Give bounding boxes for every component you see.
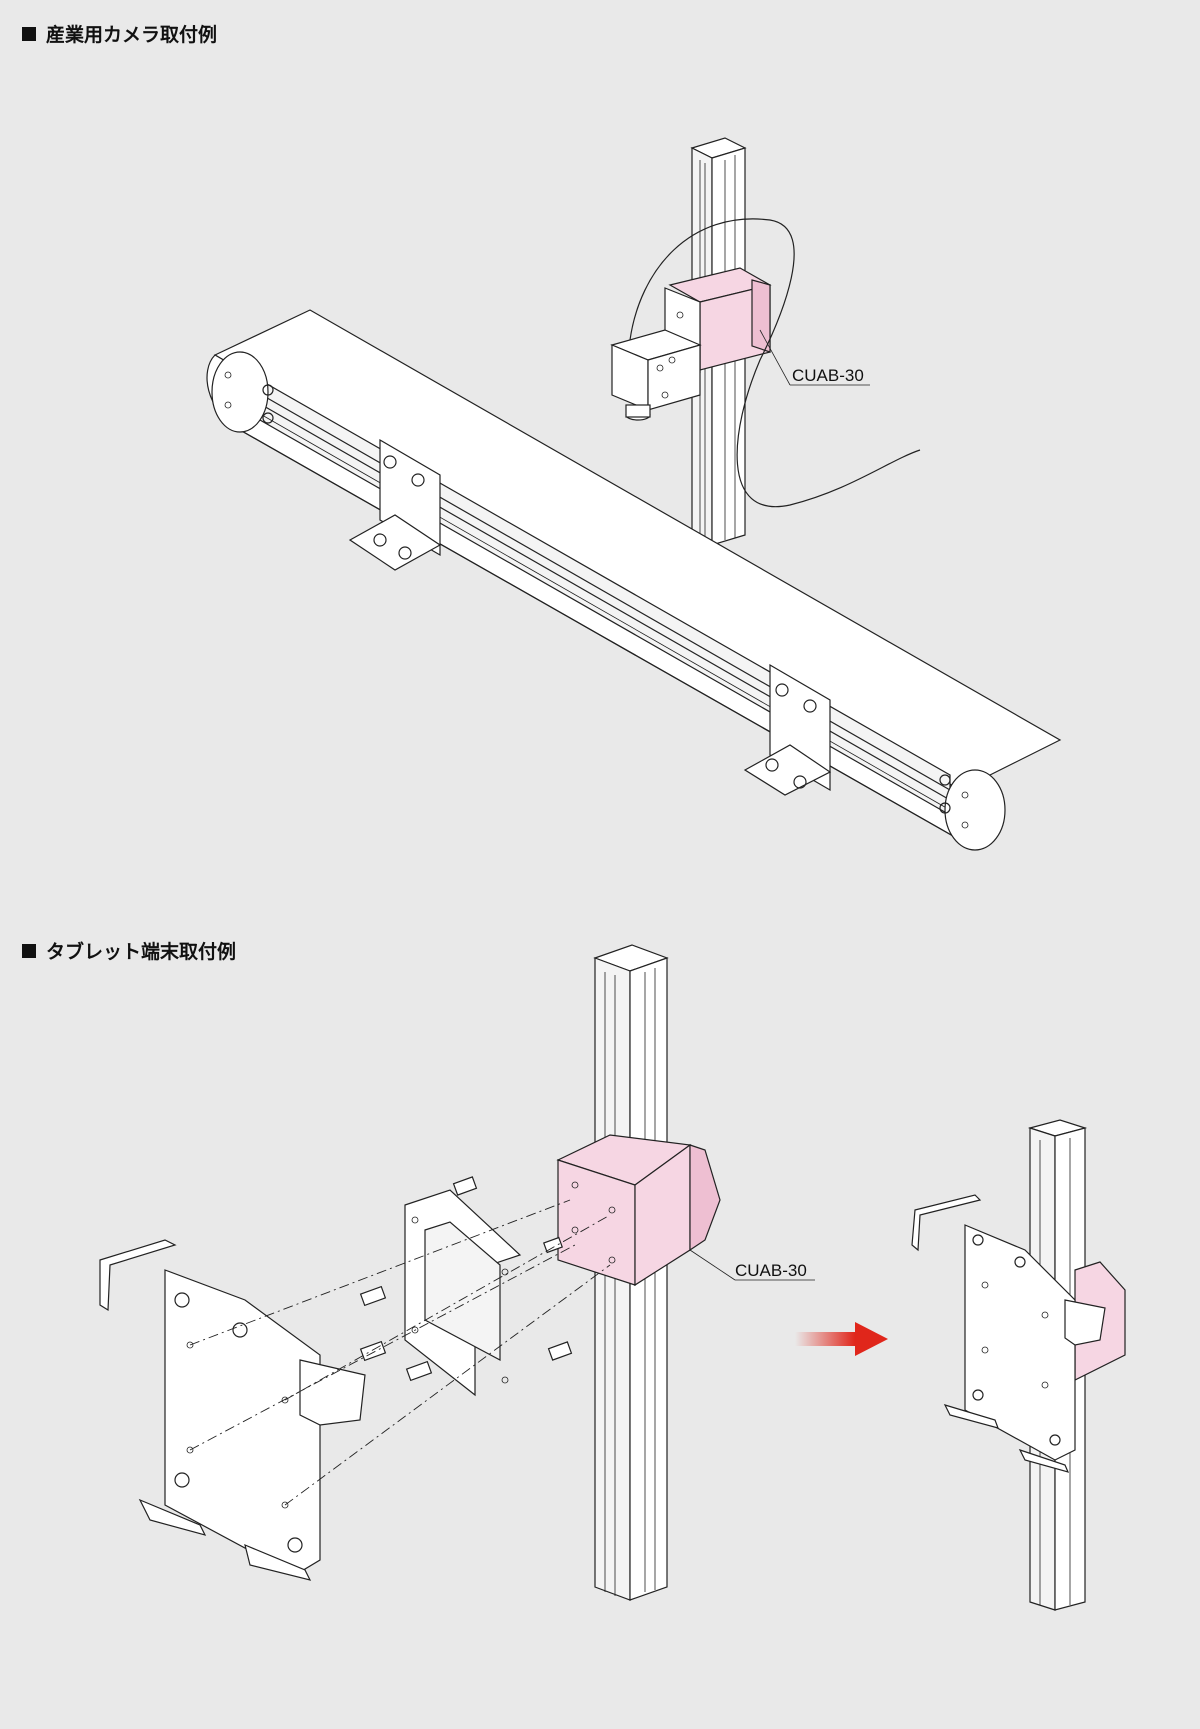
section-1-heading: 産業用カメラ取付例 — [22, 20, 217, 47]
clamp-cuab30-tablet — [556, 1134, 721, 1287]
callout-cuab30-1: CUAB-30 — [759, 329, 870, 386]
clamp-cuab30-camera — [668, 267, 772, 371]
industrial-camera — [610, 287, 702, 421]
adapter-plate — [404, 1189, 522, 1397]
assembled-tablet-mount — [911, 1119, 1126, 1611]
tablet-mount-exploded: CUAB-30 — [99, 944, 1126, 1611]
vertical-pillar — [690, 137, 747, 546]
callout-cuab30-2: CUAB-30 — [689, 1249, 815, 1281]
callout-label-2: CUAB-30 — [735, 1261, 807, 1280]
callout-label-1: CUAB-30 — [792, 366, 864, 385]
camera-cable — [629, 218, 921, 508]
tablet-holder-plate — [99, 1239, 366, 1581]
alignment-lines — [189, 1199, 611, 1506]
section-2-heading: タブレット端末取付例 — [22, 937, 236, 964]
heading-marker-icon — [22, 943, 36, 958]
camera-mount-illustration: CUAB-30 — [206, 137, 1062, 851]
section-1-title: 産業用カメラ取付例 — [46, 24, 218, 46]
heading-marker-icon — [22, 26, 36, 41]
right-arrow-icon — [795, 1322, 888, 1356]
support-bracket-left — [348, 438, 442, 571]
support-bracket-right — [743, 663, 832, 796]
section-2-title: タブレット端末取付例 — [46, 941, 237, 963]
vertical-pillar-2 — [593, 944, 669, 1601]
mounting-bolts — [359, 1176, 573, 1382]
